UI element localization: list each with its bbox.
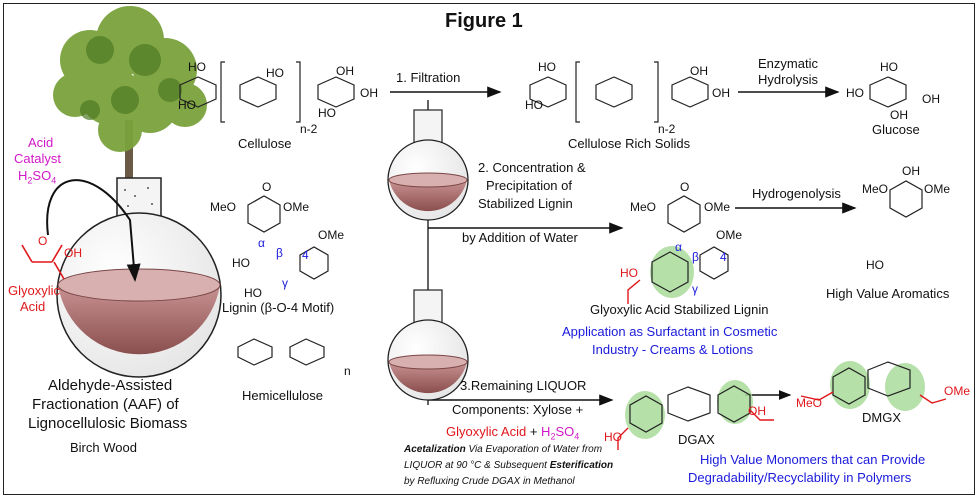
- gal-meo: MeO: [630, 200, 657, 214]
- glyoxylic-acid-label-1: Glyoxylic: [8, 283, 61, 298]
- gal-o-top: O: [680, 180, 690, 194]
- lignin-4: 4: [302, 248, 309, 262]
- glucose-ho-1: HO: [880, 60, 898, 74]
- gal-gamma: γ: [692, 282, 698, 296]
- cellulose-label: Cellulose: [238, 136, 292, 151]
- hva-oh: OH: [902, 164, 920, 178]
- hva-meo: MeO: [862, 182, 889, 196]
- hemicellulose-label: Hemicellulose: [242, 388, 323, 403]
- step2-label-3: Stabilized Lignin: [478, 196, 573, 211]
- cellulose-rich-n-label: n-2: [658, 122, 676, 136]
- step2-label-4: by Addition of Water: [462, 230, 578, 245]
- glucose-oh-2: OH: [890, 108, 908, 122]
- enzymatic-label-2: Hydrolysis: [758, 72, 818, 87]
- gal-ome-2: OMe: [716, 228, 743, 242]
- cellulose-oh-2: OH: [360, 86, 378, 100]
- enzymatic-label-1: Enzymatic: [758, 56, 818, 71]
- dmgx-meo: MeO: [796, 396, 823, 410]
- dmgx-label: DMGX: [862, 410, 901, 425]
- lignin-beta: β: [276, 246, 283, 260]
- glucose-oh-1: OH: [922, 92, 940, 106]
- glyoxylic-oh-label: OH: [64, 246, 82, 260]
- cellulose-ho-1: HO: [188, 60, 206, 74]
- crs-oh-2: OH: [712, 86, 730, 100]
- gal-ome: OMe: [704, 200, 731, 214]
- cellulose-ho-3: HO: [266, 66, 284, 80]
- glyoxylic-acid-label-2: Acid: [20, 299, 46, 314]
- glyoxylic-o-label: O: [38, 234, 48, 248]
- step2-label-1: 2. Concentration &: [478, 160, 586, 175]
- step3-label-3: Glyoxylic Acid + H2SO4: [446, 424, 580, 442]
- glyoxylic-acid-structure: [21, 244, 65, 280]
- gal-beta: β: [692, 250, 699, 264]
- dgax-label: DGAX: [678, 432, 715, 447]
- acetalization-line-3: by Refluxing Crude DGAX in Methanol: [404, 476, 575, 487]
- dgax-oh: OH: [748, 404, 766, 418]
- aaf-label-2: Fractionation (AAF) of: [32, 396, 179, 413]
- step3-label-2: Components: Xylose +: [452, 402, 584, 417]
- cellulose-oh-1: OH: [336, 64, 354, 78]
- acetalization-line-1: Acetalization Via Evaporation of Water f…: [404, 444, 603, 455]
- gal-alpha: α: [675, 240, 682, 254]
- hemicellulose-n: n: [344, 364, 351, 378]
- reaction-flask-large: [56, 177, 222, 378]
- application-label-1: Application as Surfactant in Cosmetic: [562, 324, 778, 339]
- lignin-ome-2: OMe: [318, 228, 345, 242]
- h2so4-label: H2SO4: [18, 168, 57, 186]
- cellulose-rich-label: Cellulose Rich Solids: [568, 136, 691, 151]
- crs-ho-1: HO: [538, 60, 556, 74]
- hva-ho: HO: [866, 258, 884, 272]
- aaf-label-1: Aldehyde-Assisted: [48, 377, 173, 394]
- aaf-label-3: Lignocellulosic Biomass: [28, 415, 188, 432]
- cellulose-structure: [179, 61, 355, 123]
- cellulose-n-label: n-2: [300, 122, 318, 136]
- cellulose-ho-4: HO: [318, 106, 336, 120]
- lignin-gamma: γ: [282, 276, 288, 290]
- lignin-o-top: O: [262, 180, 272, 194]
- hva-ome: OMe: [924, 182, 951, 196]
- dmgx-ome: OMe: [944, 384, 971, 398]
- crs-ho-2: HO: [525, 98, 543, 112]
- hydrogenolysis-label: Hydrogenolysis: [752, 186, 841, 201]
- cellulose-rich-structure: [529, 61, 907, 123]
- lignin-structure: [237, 180, 923, 366]
- cellulose-ho-2: HO: [178, 98, 196, 112]
- step2-label-2: Precipitation of: [486, 178, 572, 193]
- lignin-ho-1: HO: [232, 256, 250, 270]
- figure-border: [3, 3, 975, 495]
- step1-filtration-label: 1. Filtration: [396, 70, 461, 85]
- lignin-meo: MeO: [210, 200, 237, 214]
- lignin-alpha: α: [258, 236, 265, 250]
- application-label-2: Industry - Creams & Lotions: [592, 342, 754, 357]
- filtration-flask: [387, 109, 469, 221]
- step3-label-1: 3.Remaining LIQUOR: [460, 378, 587, 393]
- crs-oh-1: OH: [690, 64, 708, 78]
- acetalization-line-2: LIQUOR at 90 °C & Subsequent Esterificat…: [404, 460, 614, 471]
- birch-tree-icon: [53, 6, 207, 190]
- lignin-ome: OMe: [283, 200, 310, 214]
- liquor-flask: [387, 289, 469, 401]
- acid-catalyst-label-1: Acid: [28, 135, 54, 150]
- birch-wood-label: Birch Wood: [70, 440, 137, 455]
- figure-title: Figure 1: [445, 10, 523, 32]
- acid-catalyst-label-2: Catalyst: [14, 151, 61, 166]
- monomers-label-1: High Value Monomers that can Provide: [700, 452, 926, 467]
- dgax-ho: HO: [604, 430, 622, 444]
- high-value-aromatics-label: High Value Aromatics: [826, 286, 950, 301]
- glyoxylic-lignin-label: Glyoxylic Acid Stabilized Lignin: [590, 302, 769, 317]
- glucose-ho-2: HO: [846, 86, 864, 100]
- monomers-label-2: Degradability/Recyclability in Polymers: [688, 470, 912, 485]
- lignin-ho-2: HO: [244, 286, 262, 300]
- lignin-label: Lignin (β-O-4 Motif): [222, 300, 335, 315]
- gal-ho: HO: [620, 266, 638, 280]
- glucose-label: Glucose: [872, 122, 920, 137]
- gal-4: 4: [720, 250, 727, 264]
